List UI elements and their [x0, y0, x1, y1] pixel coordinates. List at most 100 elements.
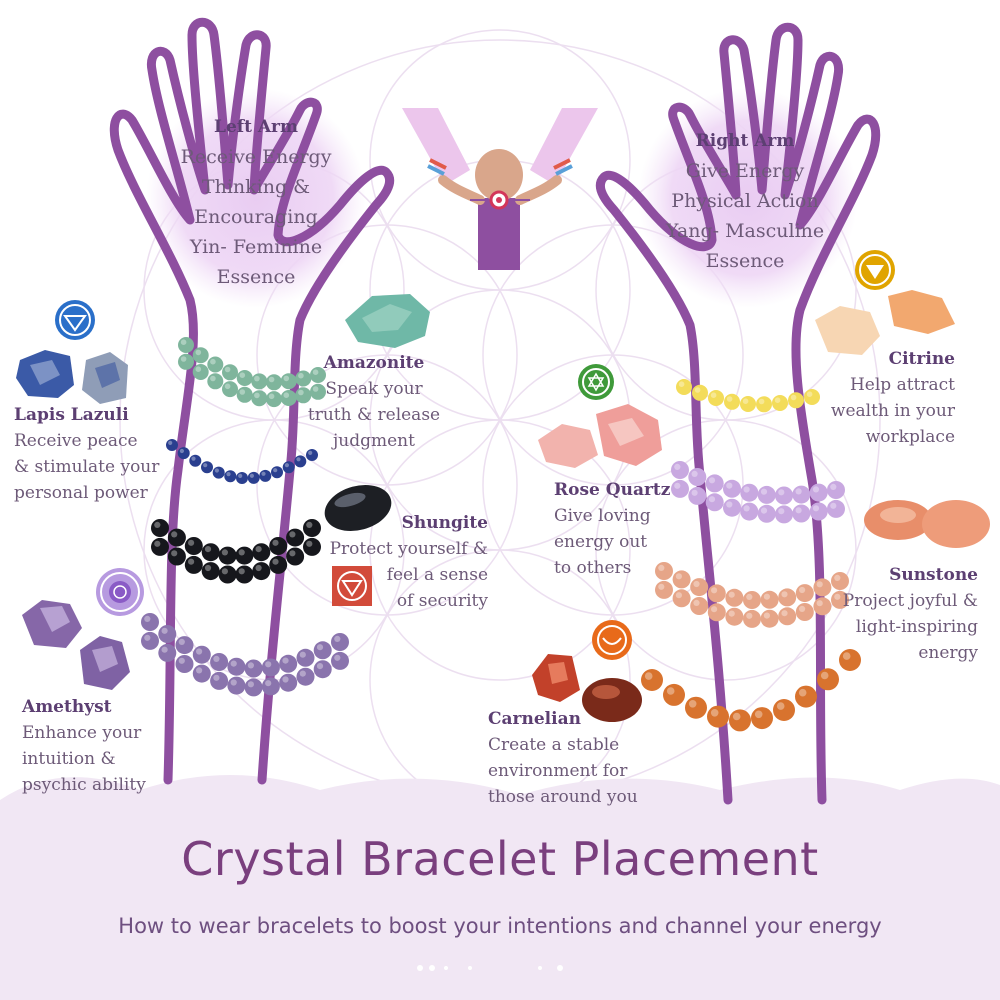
sunstone-stones — [864, 500, 990, 548]
heart-chakra-icon — [578, 364, 614, 400]
amazonite-bracelet — [178, 337, 326, 408]
bead-highlight — [795, 507, 802, 514]
crystal-desc-line: intuition & — [22, 749, 116, 769]
crystal-desc-line: psychic ability — [22, 775, 146, 795]
bead-highlight — [168, 440, 173, 445]
bead-highlight — [842, 652, 851, 660]
crystal-name: Lapis Lazuli — [14, 405, 129, 425]
bead-highlight — [693, 580, 700, 588]
bead-highlight — [283, 375, 290, 382]
crystal-desc-line: Receive peace — [14, 431, 138, 451]
bead-highlight — [298, 372, 304, 379]
bead — [740, 483, 759, 502]
bead-highlight — [816, 600, 823, 607]
left-arm-heading: Left Arm — [214, 117, 298, 137]
bead — [269, 555, 288, 574]
crystal-name: Sunstone — [889, 565, 978, 585]
bead — [760, 609, 779, 628]
bead — [141, 613, 159, 631]
bead — [218, 546, 237, 565]
bead — [725, 588, 744, 607]
left-arm-line: Receive Energy — [180, 146, 332, 168]
amazonite-stone — [345, 294, 430, 348]
bead-highlight — [221, 549, 228, 556]
bead-highlight — [196, 667, 203, 674]
right-arm-line: Physical Action — [671, 190, 819, 212]
bead-highlight — [694, 387, 701, 393]
amazonite-label: Amazonite Speak your truth & release jud… — [304, 350, 444, 454]
bead-highlight — [296, 457, 301, 462]
bead-highlight — [674, 482, 681, 489]
bead-highlight — [312, 369, 319, 376]
bead — [177, 447, 190, 460]
bead-highlight — [316, 663, 324, 670]
bead — [685, 696, 707, 719]
left-arm-line: Thinking & — [201, 176, 311, 198]
bead-highlight — [830, 502, 837, 509]
right-arm-heading: Right Arm — [695, 131, 795, 151]
bead-highlight — [178, 638, 185, 646]
bead — [792, 504, 811, 523]
bead-highlight — [247, 681, 254, 688]
bead-highlight — [710, 709, 719, 717]
bead — [296, 648, 315, 667]
lapis-lazuli-bracelet — [166, 439, 318, 484]
bead-highlight — [213, 655, 220, 663]
crystal-desc-line: Project joyful & — [842, 591, 978, 611]
bead-highlight — [799, 586, 806, 594]
crystal-desc-line: environment for — [488, 761, 628, 781]
bead — [158, 625, 177, 643]
crystal-desc-line: of security — [396, 591, 488, 611]
bead — [725, 607, 744, 626]
bead-highlight — [238, 473, 243, 478]
bead-highlight — [195, 349, 202, 356]
bead-highlight — [746, 593, 753, 601]
right-arm-outline — [595, 22, 881, 805]
bead-highlight — [726, 501, 733, 508]
bead — [210, 653, 229, 671]
bead-highlight — [675, 592, 683, 599]
crystal-desc-line: energy — [918, 643, 978, 663]
bead — [236, 370, 253, 386]
crown-chakra-icon — [96, 568, 144, 616]
bead-highlight — [265, 661, 272, 668]
bead-highlight — [154, 540, 161, 547]
bead-highlight — [758, 398, 765, 405]
bead-highlight — [691, 470, 698, 477]
bead-highlight — [282, 676, 289, 683]
bead-highlight — [806, 391, 813, 398]
amethyst-label: Amethyst Enhance your intuition & psychi… — [22, 694, 172, 798]
sunstone-bracelet — [655, 562, 849, 628]
shungite-bracelet — [151, 519, 321, 584]
bead-highlight — [799, 605, 806, 613]
bead-highlight — [688, 700, 697, 708]
bead — [227, 657, 246, 676]
bead — [251, 390, 268, 407]
page-title: Crystal Bracelet Placement — [181, 832, 819, 886]
bead-highlight — [834, 574, 841, 582]
bead — [831, 590, 849, 609]
bead — [279, 654, 298, 673]
bead — [310, 383, 326, 400]
bead — [688, 486, 707, 505]
bead-highlight — [306, 540, 313, 547]
bead-highlight — [812, 486, 820, 493]
bead-highlight — [726, 482, 733, 489]
bead — [235, 565, 254, 584]
bead — [261, 677, 280, 696]
bead-highlight — [144, 615, 151, 623]
bead — [778, 607, 797, 626]
carnelian-label: Carnelian Create a stable environment fo… — [488, 706, 668, 810]
bead — [671, 479, 689, 498]
bead — [282, 461, 295, 474]
bead — [296, 667, 315, 686]
bead — [192, 664, 211, 683]
bead — [303, 519, 321, 537]
bead-highlight — [284, 463, 289, 468]
bead-highlight — [282, 657, 289, 664]
bead-highlight — [742, 398, 749, 405]
bead-highlight — [239, 372, 246, 379]
bead — [259, 469, 272, 482]
bead-highlight — [795, 488, 802, 495]
